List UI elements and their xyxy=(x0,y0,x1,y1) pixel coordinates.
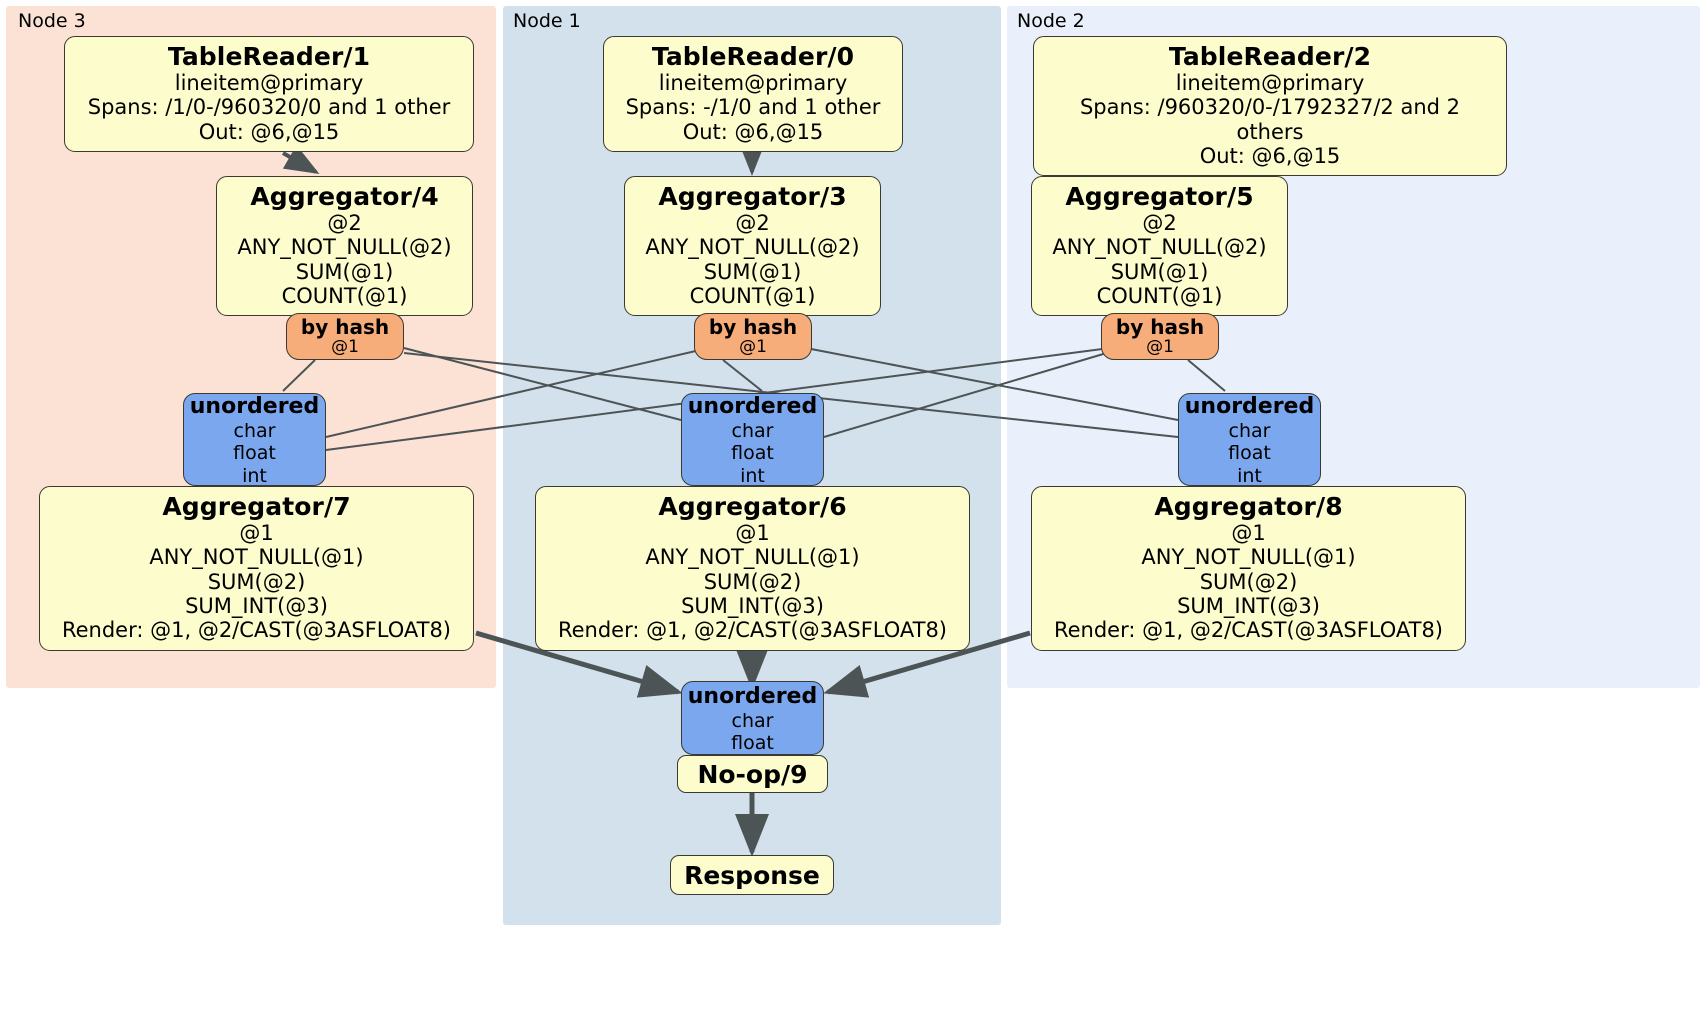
processor-line: @2 xyxy=(1142,211,1177,235)
processor-line: COUNT(@1) xyxy=(689,284,816,309)
processor-line: SUM(@2) xyxy=(207,569,306,594)
processor-aggregator-8[interactable]: Aggregator/8 @1 ANY_NOT_NULL(@1) SUM(@2)… xyxy=(1031,486,1466,651)
router-title: unordered xyxy=(687,683,818,709)
router-title: unordered xyxy=(687,393,818,419)
processor-line: COUNT(@1) xyxy=(281,284,408,309)
panel-label-node1: Node 1 xyxy=(513,10,581,32)
processor-line: ANY_NOT_NULL(@1) xyxy=(645,545,860,570)
router-unordered-mid[interactable]: unordered char float int xyxy=(681,393,824,487)
processor-line: lineitem@primary xyxy=(1175,71,1365,95)
processor-table-reader-1[interactable]: TableReader/1 lineitem@primary Spans: /1… xyxy=(64,36,474,153)
processor-line: lineitem@primary xyxy=(174,71,364,95)
router-line: int xyxy=(740,464,765,487)
router-line: @1 xyxy=(331,337,359,358)
router-line: char xyxy=(731,709,774,732)
processor-title: TableReader/2 xyxy=(1168,42,1372,71)
router-by-hash-left[interactable]: by hash @1 xyxy=(286,313,404,360)
processor-aggregator-3[interactable]: Aggregator/3 @2 ANY_NOT_NULL(@2) SUM(@1)… xyxy=(624,176,881,317)
processor-title: Response xyxy=(684,860,820,890)
router-line: char xyxy=(1228,419,1271,442)
processor-line: Render: @1, @2/CAST(@3ASFLOAT8) xyxy=(61,618,452,643)
router-title: unordered xyxy=(1184,393,1315,419)
router-line: @1 xyxy=(1146,337,1174,358)
router-unordered-right[interactable]: unordered char float int xyxy=(1178,393,1321,487)
processor-line: Spans: /1/0-/960320/0 and 1 other xyxy=(87,95,451,120)
processor-line: SUM(@1) xyxy=(703,259,802,284)
router-title: by hash xyxy=(300,315,390,340)
processor-line: SUM(@2) xyxy=(1199,569,1298,594)
processor-line: Spans: -/1/0 and 1 other xyxy=(625,95,881,120)
processor-title: No-op/9 xyxy=(697,759,808,789)
router-line: float xyxy=(731,731,774,754)
router-by-hash-right[interactable]: by hash @1 xyxy=(1101,313,1219,360)
processor-aggregator-4[interactable]: Aggregator/4 @2 ANY_NOT_NULL(@2) SUM(@1)… xyxy=(216,176,473,317)
processor-line: ANY_NOT_NULL(@2) xyxy=(237,235,452,260)
processor-aggregator-7[interactable]: Aggregator/7 @1 ANY_NOT_NULL(@1) SUM(@2)… xyxy=(39,486,474,651)
processor-line: ANY_NOT_NULL(@1) xyxy=(149,545,364,570)
router-by-hash-mid[interactable]: by hash @1 xyxy=(694,313,812,360)
processor-title: TableReader/0 xyxy=(651,42,855,71)
processor-title: Aggregator/7 xyxy=(162,492,351,521)
router-line: float xyxy=(233,442,276,465)
processor-title: TableReader/1 xyxy=(167,42,371,71)
processor-line: COUNT(@1) xyxy=(1096,284,1223,309)
router-line: @1 xyxy=(739,337,767,358)
router-line: float xyxy=(731,442,774,465)
processor-line: lineitem@primary xyxy=(658,71,848,95)
processor-title: Aggregator/8 xyxy=(1154,492,1343,521)
router-line: int xyxy=(242,464,267,487)
router-title: by hash xyxy=(1115,315,1205,340)
processor-line: Spans: /960320/0-/1792327/2 and 2 others xyxy=(1079,95,1461,144)
processor-title: Aggregator/3 xyxy=(658,182,847,211)
processor-line: Render: @1, @2/CAST(@3ASFLOAT8) xyxy=(557,618,948,643)
processor-line: SUM_INT(@3) xyxy=(185,594,328,619)
processor-line: @2 xyxy=(327,211,362,235)
processor-noop-9[interactable]: No-op/9 xyxy=(677,755,828,793)
panel-label-node2: Node 2 xyxy=(1017,10,1085,32)
processor-title: Aggregator/5 xyxy=(1065,182,1254,211)
processor-line: @1 xyxy=(735,521,770,545)
processor-line: ANY_NOT_NULL(@2) xyxy=(645,235,860,260)
router-unordered-final[interactable]: unordered char float xyxy=(681,681,824,755)
processor-table-reader-2[interactable]: TableReader/2 lineitem@primary Spans: /9… xyxy=(1033,36,1507,177)
router-title: unordered xyxy=(189,393,320,419)
processor-line: SUM(@1) xyxy=(1110,259,1209,284)
processor-line: SUM_INT(@3) xyxy=(1177,594,1320,619)
processor-aggregator-6[interactable]: Aggregator/6 @1 ANY_NOT_NULL(@1) SUM(@2)… xyxy=(535,486,970,651)
router-unordered-left[interactable]: unordered char float int xyxy=(183,393,326,487)
processor-line: ANY_NOT_NULL(@2) xyxy=(1052,235,1267,260)
processor-line: ANY_NOT_NULL(@1) xyxy=(1141,545,1356,570)
router-line: float xyxy=(1228,442,1271,465)
router-title: by hash xyxy=(708,315,798,340)
processor-line: @2 xyxy=(735,211,770,235)
processor-line: @1 xyxy=(1231,521,1266,545)
processor-title: Aggregator/4 xyxy=(250,182,439,211)
processor-line: @1 xyxy=(239,521,274,545)
router-line: int xyxy=(1237,464,1262,487)
processor-line: Out: @6,@15 xyxy=(1199,144,1341,169)
processor-line: SUM_INT(@3) xyxy=(681,594,824,619)
panel-label-node3: Node 3 xyxy=(18,10,86,32)
processor-line: Render: @1, @2/CAST(@3ASFLOAT8) xyxy=(1053,618,1444,643)
processor-line: Out: @6,@15 xyxy=(198,119,340,144)
processor-line: SUM(@2) xyxy=(703,569,802,594)
processor-line: SUM(@1) xyxy=(295,259,394,284)
processor-aggregator-5[interactable]: Aggregator/5 @2 ANY_NOT_NULL(@2) SUM(@1)… xyxy=(1031,176,1288,317)
processor-response[interactable]: Response xyxy=(670,855,834,895)
processor-line: Out: @6,@15 xyxy=(682,119,824,144)
processor-title: Aggregator/6 xyxy=(658,492,847,521)
router-line: char xyxy=(233,419,276,442)
router-line: char xyxy=(731,419,774,442)
processor-table-reader-0[interactable]: TableReader/0 lineitem@primary Spans: -/… xyxy=(603,36,903,153)
